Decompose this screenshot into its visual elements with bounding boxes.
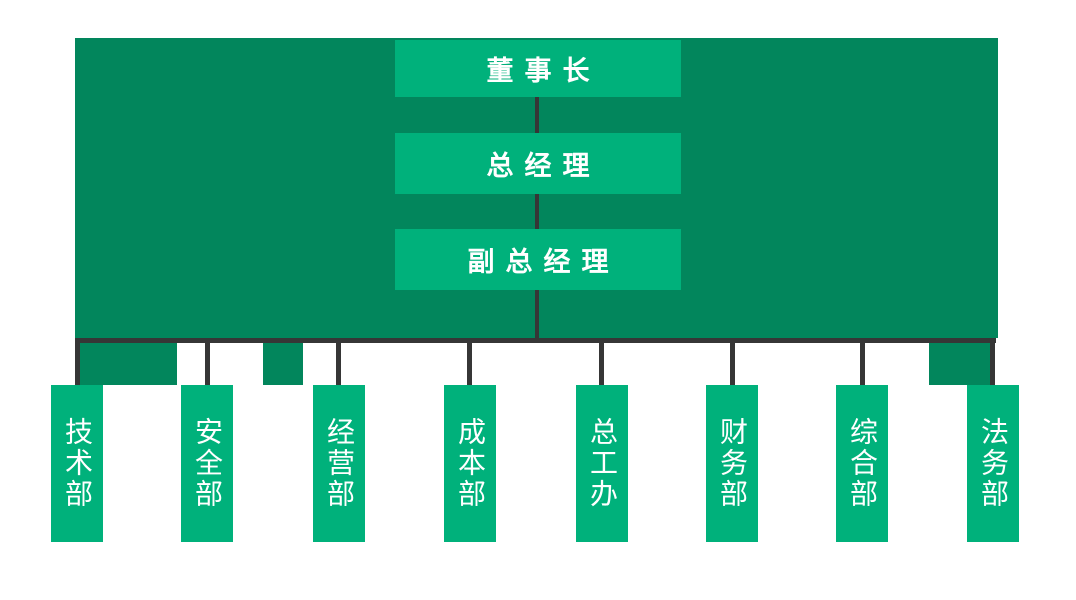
dept-box-chief-engineer-office: 总工办	[576, 385, 628, 542]
deputy-general-manager-label: 副总经理	[467, 247, 620, 278]
dept-label-safety: 安全部	[191, 417, 224, 510]
dept-label-chief-engineer-office: 总工办	[586, 417, 619, 510]
dept-box-safety: 安全部	[181, 385, 233, 542]
dept-label-finance: 财务部	[716, 417, 749, 510]
connector-drop	[467, 338, 472, 385]
deputy-general-manager-box: 副总经理	[395, 229, 681, 290]
chairman-label: 董事长	[486, 56, 601, 87]
dept-label-general-affairs: 综合部	[846, 417, 879, 510]
connector-drop	[730, 338, 735, 385]
general-manager-box: 总经理	[395, 133, 681, 194]
connector-line-vertical	[535, 290, 539, 338]
dept-label-technology: 技术部	[61, 417, 94, 510]
dept-box-operations: 经营部	[313, 385, 365, 542]
dept-box-finance: 财务部	[706, 385, 758, 542]
connector-drop	[860, 338, 865, 385]
panel-bottom-tab	[263, 343, 303, 385]
connector-drop	[599, 338, 604, 385]
connector-drop	[75, 338, 80, 385]
connector-drop	[205, 338, 210, 385]
connector-drop	[990, 338, 995, 385]
dept-box-cost: 成本部	[444, 385, 496, 542]
dept-label-legal: 法务部	[977, 417, 1010, 510]
dept-box-technology: 技术部	[51, 385, 103, 542]
dept-label-operations: 经营部	[323, 417, 356, 510]
general-manager-label: 总经理	[486, 151, 601, 182]
dept-label-cost: 成本部	[454, 417, 487, 510]
panel-bottom-tab	[80, 343, 177, 385]
connector-line-vertical	[535, 194, 539, 229]
dept-box-general-affairs: 综合部	[836, 385, 888, 542]
dept-box-legal: 法务部	[967, 385, 1019, 542]
connector-drop	[336, 338, 341, 385]
chairman-box: 董事长	[395, 40, 681, 97]
panel-bottom-tab	[929, 343, 991, 385]
connector-line-vertical	[535, 97, 539, 133]
connector-line-horizontal	[75, 338, 996, 343]
